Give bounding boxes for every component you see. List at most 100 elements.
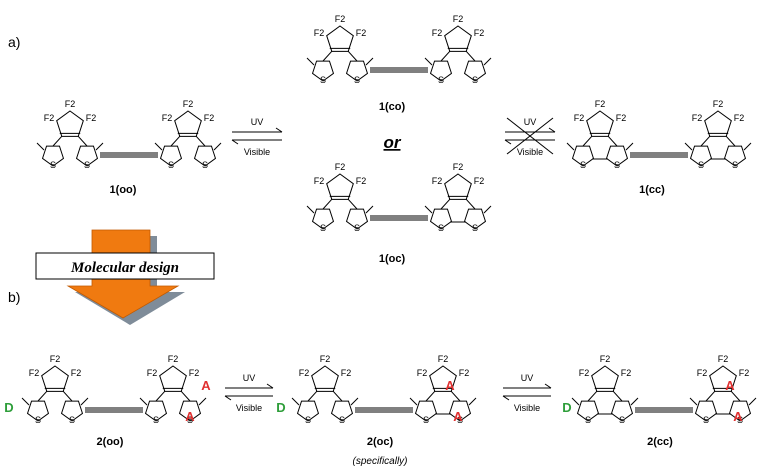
f2-label: F2	[65, 99, 76, 109]
f2-label: F2	[417, 368, 428, 378]
f2-label: F2	[432, 176, 443, 186]
f2-label: F2	[314, 176, 325, 186]
s-atom: S	[703, 415, 709, 425]
compound-label-1oc: 1(oc)	[379, 253, 406, 265]
f2-label: F2	[147, 368, 158, 378]
visible-label: Visible	[517, 147, 543, 157]
s-atom: S	[423, 415, 429, 425]
panel-label-a: a)	[8, 34, 20, 50]
f2-label: F2	[29, 368, 40, 378]
s-atom: S	[69, 415, 75, 425]
acceptor-label: A	[201, 378, 211, 393]
s-atom: S	[354, 75, 360, 85]
s-atom: S	[153, 415, 159, 425]
f2-label: F2	[739, 368, 750, 378]
donor-marker-2oo: D	[4, 400, 13, 415]
s-atom: S	[732, 160, 738, 170]
f2-label: F2	[189, 368, 200, 378]
f2-label: F2	[600, 354, 611, 364]
f2-label: F2	[595, 99, 606, 109]
arrows-2oo-2oc: UV Visible	[224, 373, 274, 413]
f2-label: F2	[474, 176, 485, 186]
f2-label: F2	[453, 14, 464, 24]
s-atom: S	[472, 75, 478, 85]
f2-label: F2	[713, 99, 724, 109]
uv-label: UV	[243, 373, 256, 383]
s-atom: S	[35, 415, 41, 425]
arrows-1oo-1co: UV Visible	[231, 117, 283, 157]
f2-label: F2	[356, 176, 367, 186]
f2-label: F2	[341, 368, 352, 378]
donor-marker-2cc: D	[562, 400, 571, 415]
acceptor-label: A	[725, 378, 735, 393]
f2-label: F2	[616, 113, 627, 123]
s-atom: S	[585, 415, 591, 425]
or-text: or	[384, 133, 402, 152]
s-atom: S	[320, 75, 326, 85]
s-atom: S	[168, 160, 174, 170]
f2-label: F2	[335, 14, 346, 24]
acceptor-label: A	[445, 378, 455, 393]
f2-label: F2	[44, 113, 55, 123]
f2-label: F2	[692, 113, 703, 123]
s-atom: S	[339, 415, 345, 425]
f2-label: F2	[734, 113, 745, 123]
f2-label: F2	[574, 113, 585, 123]
panel-label-b: b)	[8, 289, 20, 305]
s-atom: S	[737, 415, 743, 425]
s-atom: S	[187, 415, 193, 425]
acceptor-label: A	[733, 409, 743, 424]
arrows-2oc-2cc: UV Visible	[502, 373, 552, 413]
s-atom: S	[457, 415, 463, 425]
f2-label: F2	[320, 354, 331, 364]
s-atom: S	[619, 415, 625, 425]
donor-label: D	[276, 400, 285, 415]
s-atom: S	[698, 160, 704, 170]
s-atom: S	[320, 223, 326, 233]
uv-label: UV	[251, 117, 264, 127]
f2-label: F2	[314, 28, 325, 38]
compound-label-1cc: 1(cc)	[639, 184, 665, 196]
uv-label: UV	[521, 373, 534, 383]
compound-label-2oc: 2(oc)	[367, 436, 394, 448]
f2-label: F2	[356, 28, 367, 38]
compound-label-2cc: 2(cc)	[647, 436, 673, 448]
f2-label: F2	[697, 368, 708, 378]
s-atom: S	[438, 223, 444, 233]
visible-label: Visible	[514, 403, 540, 413]
donor-label: D	[4, 400, 13, 415]
f2-label: F2	[459, 368, 470, 378]
f2-label: F2	[299, 368, 310, 378]
visible-label: Visible	[236, 403, 262, 413]
s-atom: S	[580, 160, 586, 170]
f2-label: F2	[204, 113, 215, 123]
donor-marker-2oc: D	[276, 400, 285, 415]
visible-label: Visible	[244, 147, 270, 157]
f2-label: F2	[621, 368, 632, 378]
f2-label: F2	[168, 354, 179, 364]
acceptor-label: A	[453, 409, 463, 424]
donor-label: D	[562, 400, 571, 415]
f2-label: F2	[474, 28, 485, 38]
f2-label: F2	[718, 354, 729, 364]
s-atom: S	[202, 160, 208, 170]
s-atom: S	[472, 223, 478, 233]
f2-label: F2	[432, 28, 443, 38]
f2-label: F2	[579, 368, 590, 378]
